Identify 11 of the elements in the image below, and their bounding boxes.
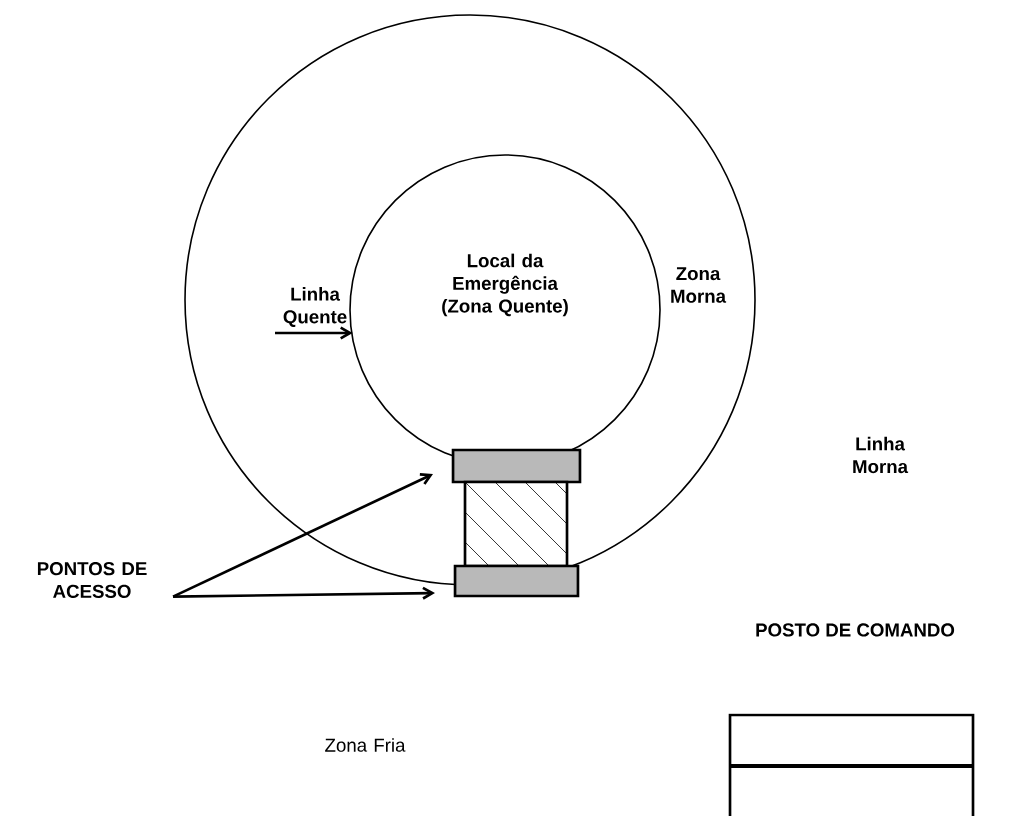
command-post-box: POSTO DE COMANDO [728, 623, 975, 816]
access-point-bar [451, 448, 582, 484]
zone-label: Zona Fria [325, 738, 406, 752]
hatched-corridor [463, 480, 569, 568]
arrow [173, 586, 435, 600]
zone-label: Linha Quente [283, 287, 347, 327]
zone-label: Linha Morna [853, 436, 909, 474]
zone-label: PONTOS DE ACESSO [37, 562, 147, 598]
arrow [275, 326, 353, 340]
arrow [172, 472, 433, 598]
access-point-bar [453, 564, 580, 598]
